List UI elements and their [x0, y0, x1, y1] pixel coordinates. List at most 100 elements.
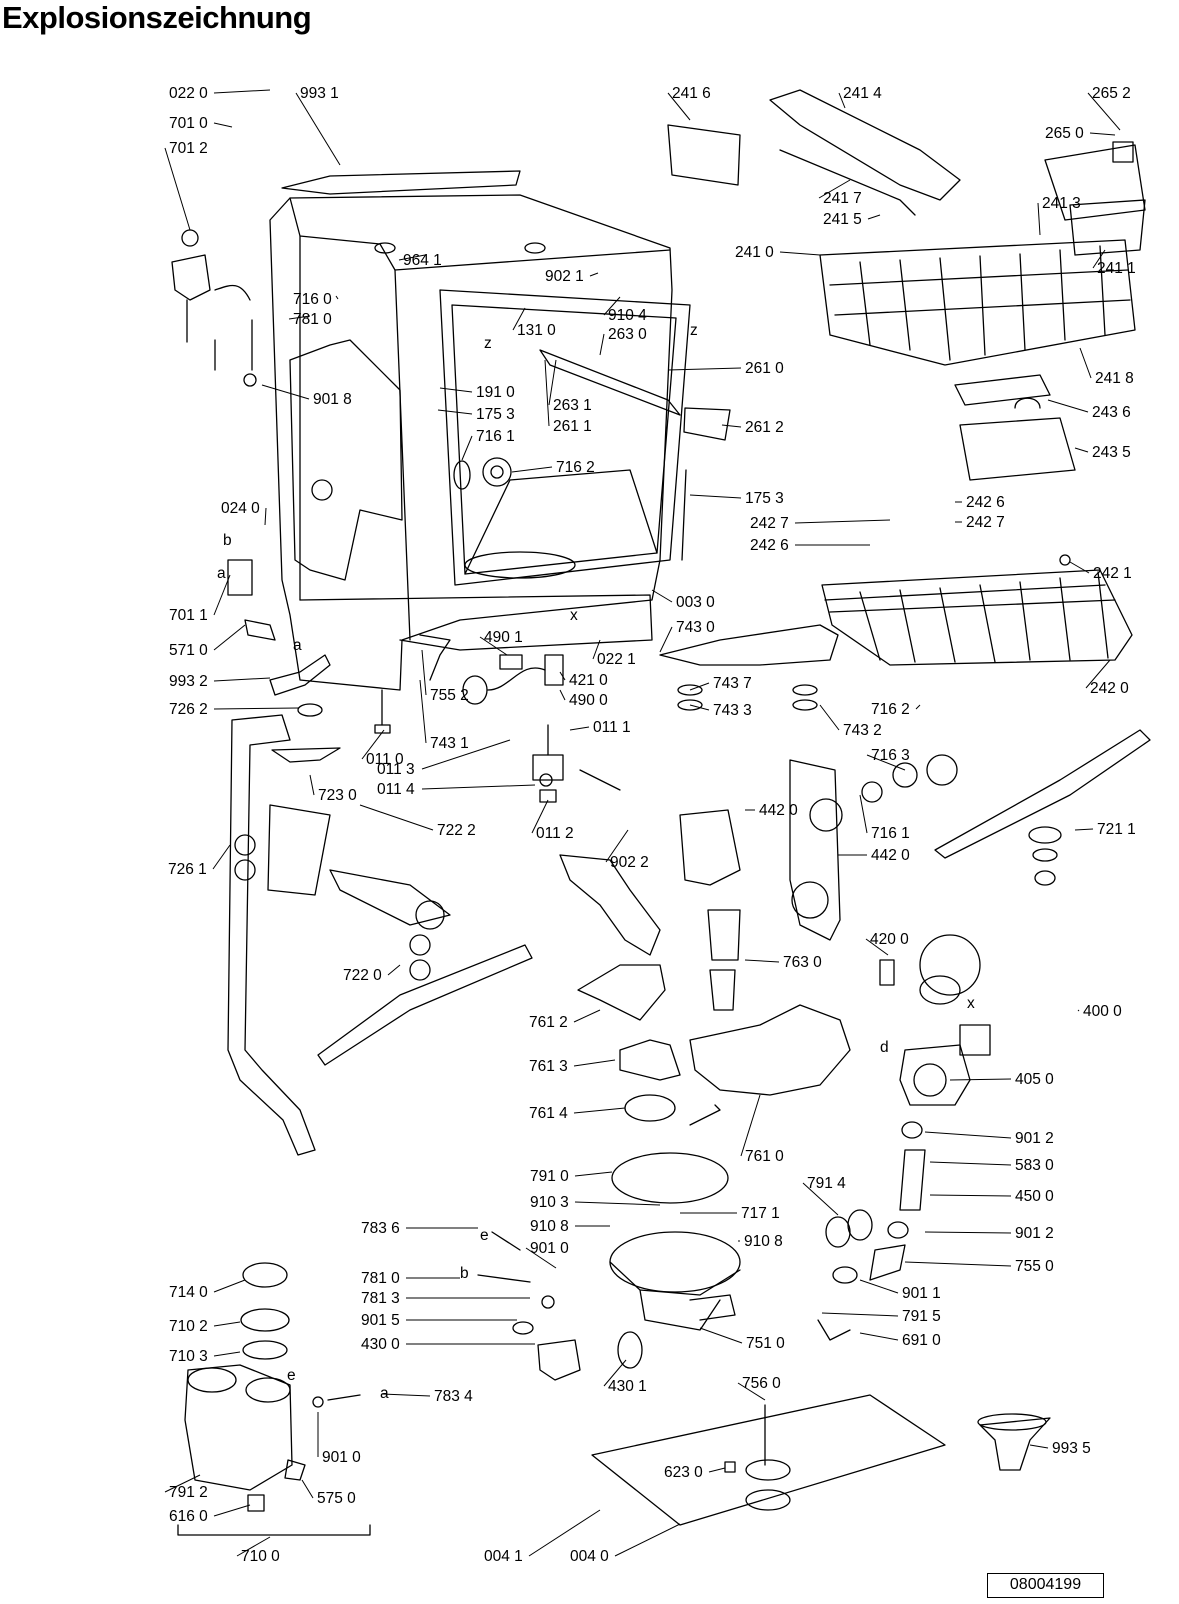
part-callout: 241 8	[1079, 347, 1134, 387]
part-outline	[227, 559, 253, 596]
part-outline	[243, 373, 257, 387]
part-number-label: 714 0	[169, 1284, 208, 1301]
part-outline	[677, 684, 703, 696]
part-number-label: 263 0	[608, 326, 647, 343]
part-number-label: 263 1	[553, 397, 592, 414]
part-callout: 726 2	[169, 701, 299, 718]
part-number-label: 901 5	[361, 1312, 400, 1329]
part-number-label: 241 7	[823, 190, 862, 207]
part-number-label: 261 0	[745, 360, 784, 377]
part-number-label: 716 2	[556, 459, 595, 476]
part-outline	[577, 964, 666, 1021]
connector-letter: a	[380, 1385, 389, 1402]
part-outline	[537, 1339, 581, 1381]
part-outline	[374, 242, 396, 254]
leader-line	[689, 494, 742, 499]
leader-line	[1029, 1444, 1049, 1449]
part-number-label: 242 0	[1090, 680, 1129, 697]
part-number-label: 265 0	[1045, 125, 1084, 142]
part-number-label: 024 0	[221, 500, 260, 517]
part-outline	[245, 1377, 291, 1403]
part-number-label: 241 6	[672, 85, 711, 102]
part-callout: 022 1	[592, 639, 636, 668]
part-callout: 783 4	[381, 1388, 473, 1405]
part-number-label: 701 0	[169, 115, 208, 132]
leader-line	[479, 636, 508, 656]
leader-line	[1092, 249, 1106, 269]
part-outline	[1019, 581, 1031, 661]
part-callout: 781 0	[361, 1270, 460, 1287]
part-outline	[869, 1244, 906, 1281]
leader-line	[573, 1107, 626, 1114]
part-outline	[609, 1231, 741, 1293]
leader-line	[949, 1078, 1012, 1081]
part-outline	[524, 242, 546, 254]
part-number-label: 242 7	[966, 514, 1005, 531]
part-callout: 756 0	[737, 1375, 781, 1401]
part-outline	[227, 714, 316, 1156]
part-callout: 241 1	[1092, 249, 1136, 277]
part-number-label: 242 1	[1093, 565, 1132, 582]
part-number-label: 722 0	[343, 967, 382, 984]
part-outline	[394, 269, 411, 641]
part-number-label: 743 3	[713, 702, 752, 719]
part-outline	[240, 1308, 290, 1332]
leader-line	[437, 409, 473, 415]
part-callout: 442 0	[745, 802, 798, 819]
part-outline	[779, 149, 916, 216]
part-outline	[1032, 848, 1058, 862]
part-number-label: 783 4	[434, 1388, 473, 1405]
leader-line	[819, 704, 840, 731]
part-callout: 400 0	[1077, 1003, 1122, 1020]
part-callout: 791 0	[530, 1168, 613, 1185]
leader-line	[421, 739, 511, 770]
part-outline	[1059, 554, 1071, 566]
leader-line	[264, 507, 267, 526]
part-number-label: 701 1	[169, 607, 208, 624]
leader-line	[1074, 828, 1094, 831]
part-outline	[477, 1274, 531, 1283]
part-number-label: 901 2	[1015, 1225, 1054, 1242]
part-outline	[899, 589, 916, 663]
leader-line	[794, 519, 891, 524]
leader-line	[236, 1536, 271, 1557]
part-callout: 175 3	[689, 490, 784, 507]
part-number-label: 241 0	[735, 244, 774, 261]
part-outline	[939, 587, 956, 663]
leader-line	[865, 938, 889, 956]
part-outline	[482, 457, 512, 487]
part-callout: 242 6	[750, 537, 870, 554]
part-callout: 901 0	[525, 1240, 569, 1269]
part-callout: 743 7	[689, 675, 752, 692]
leader-line	[605, 829, 629, 863]
part-callout: 241 4	[838, 85, 882, 109]
part-callout: 716 1	[461, 428, 515, 461]
part-outline	[707, 909, 741, 961]
part-callout: 442 0	[838, 847, 910, 864]
connector-letter: a	[217, 565, 226, 582]
leader-line	[603, 1359, 627, 1387]
part-outline	[879, 959, 895, 986]
part-number-label: 191 0	[476, 384, 515, 401]
part-callout: 571 0	[169, 624, 246, 659]
part-outline	[499, 654, 523, 670]
leader-line	[924, 1131, 1012, 1139]
part-callout: 761 4	[529, 1105, 626, 1122]
part-callout: 716 0	[293, 291, 339, 308]
part-number-label: 243 5	[1092, 444, 1131, 461]
part-number-label: 716 3	[871, 747, 910, 764]
part-callout: 743 2	[819, 704, 882, 739]
leader-line	[614, 1523, 681, 1557]
part-callout: 011 1	[569, 719, 631, 736]
part-callout: 691 0	[859, 1332, 941, 1349]
part-callout: 910 8	[530, 1218, 610, 1235]
leader-line	[213, 1279, 246, 1293]
part-callout: 710 3	[169, 1348, 241, 1365]
part-callout: 964 1	[398, 252, 442, 269]
document-number: 08004199	[987, 1573, 1104, 1598]
leader-line	[213, 89, 271, 94]
leader-line	[599, 333, 605, 356]
part-callout: 022 0	[169, 85, 271, 102]
part-callout: 710 0	[236, 1536, 280, 1565]
